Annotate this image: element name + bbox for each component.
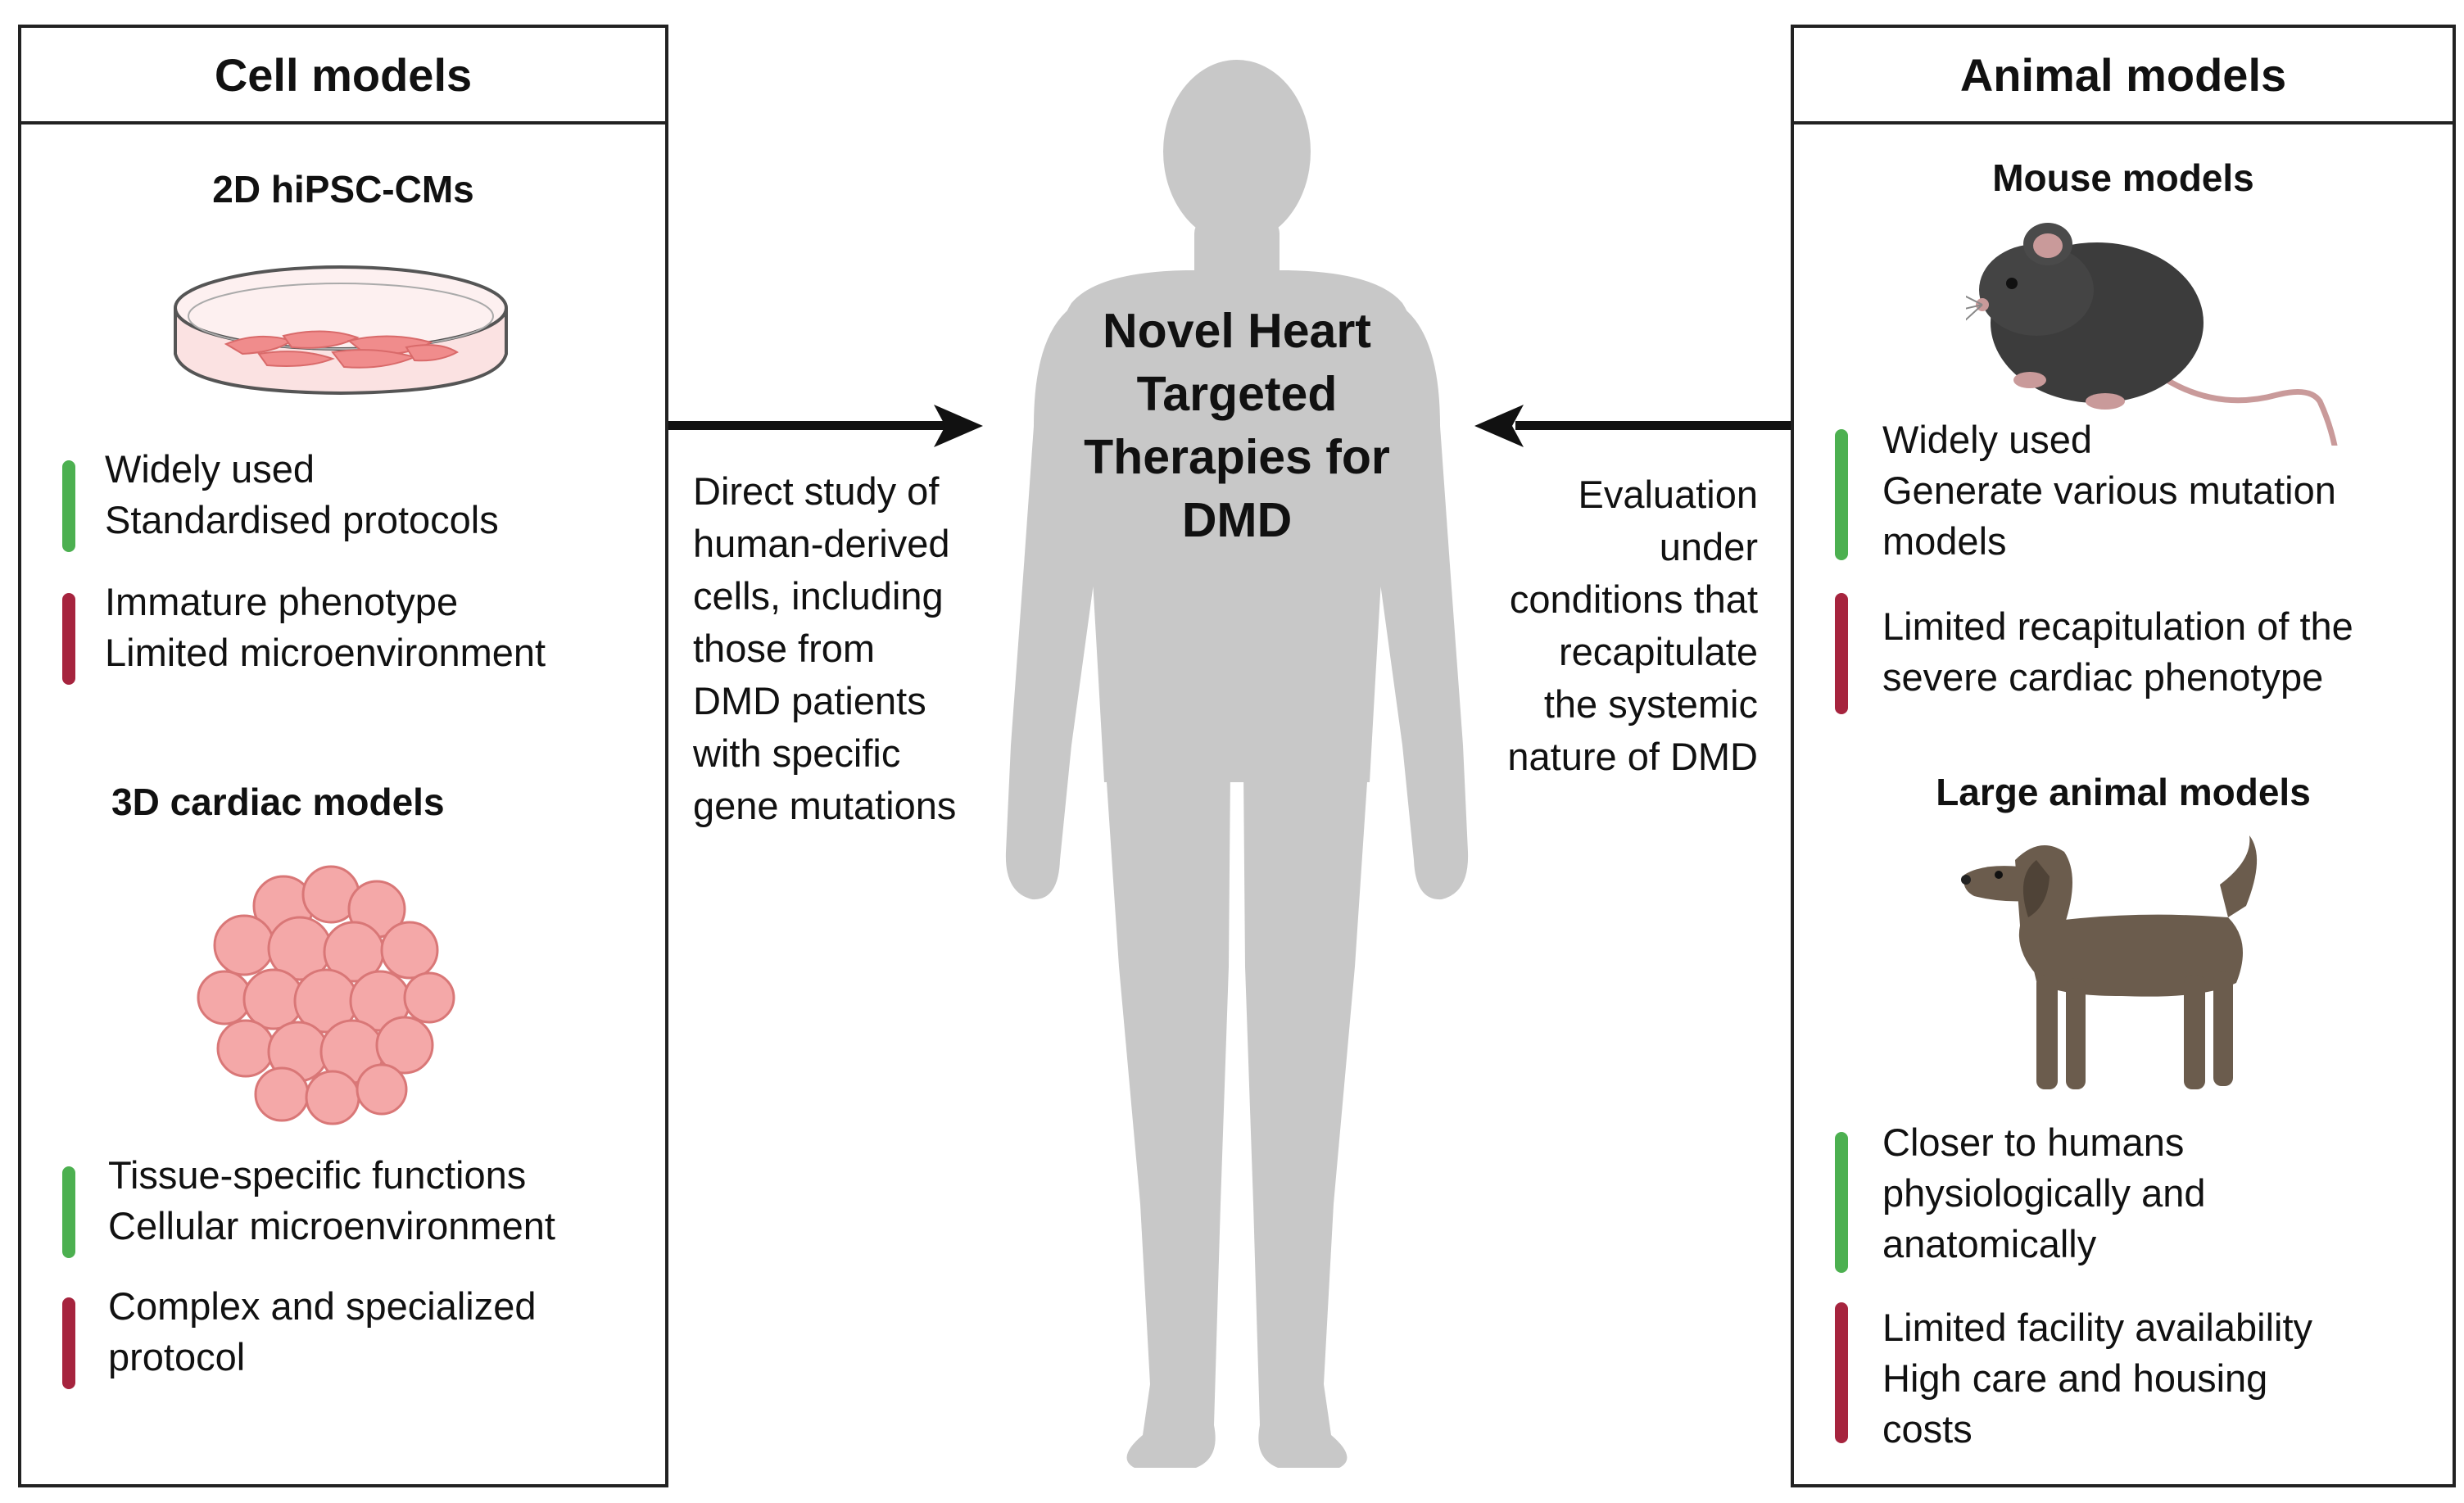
right-description: Evaluation under conditions that recapit… (1507, 469, 1758, 783)
pro-indicator-bar (62, 460, 75, 552)
con-indicator-bar (1835, 1302, 1848, 1443)
right-description-line: recapitulate (1559, 630, 1758, 673)
center-title-line: Therapies for (1084, 430, 1390, 484)
cardiac-3d-heading: 3D cardiac models (111, 781, 445, 823)
pro-item: physiologically and (1882, 1171, 2206, 1215)
petri-dish-icon (174, 265, 508, 396)
large-animal-heading: Large animal models (1936, 771, 2311, 813)
pro-indicator-bar (62, 1166, 75, 1258)
left-arrowhead-icon (1474, 405, 1524, 447)
pro-indicator-bar (1835, 1132, 1848, 1273)
pro-item: Standardised protocols (105, 498, 499, 541)
con-item: Limited microenvironment (105, 631, 546, 674)
right-arrowhead-icon (934, 405, 983, 447)
left-description: Direct study of human-derived cells, inc… (693, 465, 956, 832)
human-silhouette-icon (1005, 60, 1469, 1468)
con-item: Limited facility availability (1882, 1306, 2313, 1349)
right-description-line: Evaluation (1578, 473, 1759, 516)
cardiac-3d-pros: Tissue-specific functions Cellular micro… (108, 1150, 555, 1252)
mouse-cons: Limited recapitulation of the severe car… (1882, 601, 2353, 703)
left-description-line: cells, including (693, 574, 944, 618)
cell-models-panel: Cell models 2D hiPSC-CMs Widely used Sta… (18, 25, 668, 1487)
left-description-line: those from (693, 627, 876, 670)
large-animal-pros: Closer to humans physiologically and ana… (1882, 1117, 2206, 1270)
left-description-line: with specific (693, 731, 901, 775)
center-title-line: Targeted (1136, 367, 1338, 421)
con-indicator-bar (62, 1297, 75, 1389)
left-arrow-shaft (668, 421, 947, 430)
pro-item: anatomically (1882, 1222, 2097, 1265)
con-indicator-bar (62, 593, 75, 685)
center-title-line: Novel Heart (1103, 304, 1371, 358)
pro-indicator-bar (1835, 429, 1848, 560)
mouse-pros: Widely used Generate various mutation mo… (1882, 414, 2336, 567)
con-item: severe cardiac phenotype (1882, 655, 2324, 699)
left-description-line: gene mutations (693, 784, 957, 827)
mouse-models-heading: Mouse models (1992, 156, 2254, 199)
dog-icon (1961, 835, 2258, 1089)
hipsc-cons: Immature phenotype Limited microenvironm… (105, 577, 546, 678)
con-item: Limited recapitulation of the (1882, 604, 2353, 648)
pro-item: Widely used (1882, 418, 2092, 461)
large-animal-cons: Limited facility availability High care … (1882, 1302, 2312, 1455)
center-title: Novel Heart Targeted Therapies for DMD (1024, 300, 1450, 552)
right-arrow-shaft (1515, 421, 1794, 430)
pro-item: Closer to humans (1882, 1120, 2185, 1164)
left-description-line: Direct study of (693, 469, 940, 513)
pro-item: Widely used (105, 447, 315, 491)
center-title-line: DMD (1181, 493, 1293, 547)
left-description-line: human-derived (693, 522, 950, 565)
left-description-line: DMD patients (693, 679, 926, 722)
con-item: costs (1882, 1407, 1973, 1451)
pro-item: Tissue-specific functions (108, 1153, 527, 1197)
organoid-icon (197, 865, 455, 1125)
mouse-icon (1966, 223, 2338, 446)
con-item: High care and housing (1882, 1356, 2268, 1400)
pro-item: Generate various mutation (1882, 469, 2336, 512)
right-description-line: under (1659, 525, 1758, 568)
animal-models-title: Animal models (1794, 28, 2453, 124)
hipsc-cm-heading: 2D hiPSC-CMs (212, 168, 474, 211)
pro-item: Cellular microenvironment (108, 1204, 555, 1247)
con-item: Complex and specialized (108, 1284, 537, 1328)
hipsc-pros: Widely used Standardised protocols (105, 444, 499, 546)
right-description-line: the systemic (1543, 682, 1758, 726)
animal-models-panel: Animal models Mouse models Widely used G… (1791, 25, 2456, 1487)
con-indicator-bar (1835, 593, 1848, 714)
right-description-line: nature of DMD (1507, 735, 1758, 778)
right-description-line: conditions that (1509, 577, 1758, 621)
cardiac-3d-cons: Complex and specialized protocol (108, 1281, 537, 1383)
con-item: Immature phenotype (105, 580, 459, 623)
con-item: protocol (108, 1335, 246, 1379)
cell-models-title: Cell models (21, 28, 665, 124)
pro-item: models (1882, 519, 2007, 563)
